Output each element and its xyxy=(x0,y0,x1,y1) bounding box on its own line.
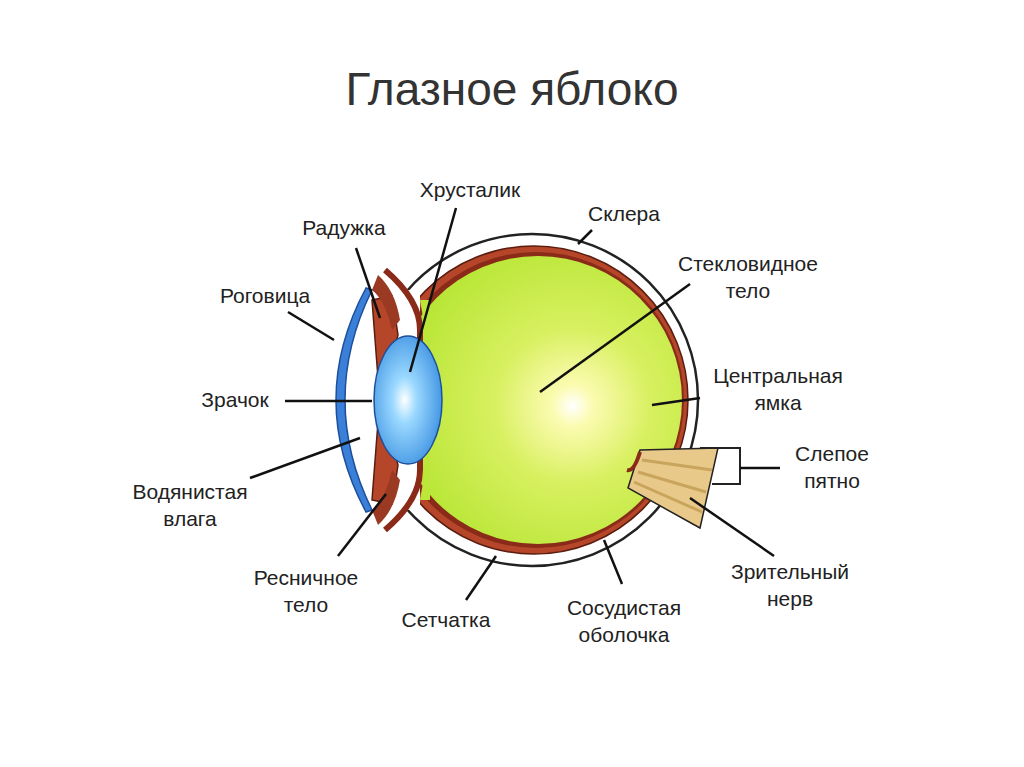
part-label: Радужка xyxy=(302,214,385,241)
blind-spot-bracket xyxy=(700,448,740,484)
ciliary-body-upper xyxy=(372,275,400,330)
part-label: Зрачок xyxy=(201,386,268,413)
part-label: Сосудистая оболочка xyxy=(534,594,714,649)
part-label: Роговица xyxy=(220,282,310,309)
part-label: Хрусталик xyxy=(420,176,520,203)
part-label: Центральная ямка xyxy=(693,362,863,417)
part-label: Стекловидное тело xyxy=(668,250,828,305)
part-label: Ресничное тело xyxy=(241,564,371,619)
part-label: Водянистая влага xyxy=(115,478,265,533)
part-label: Зрительный нерв xyxy=(725,558,855,613)
optic-nerve xyxy=(628,448,718,528)
optic-disc xyxy=(627,452,640,470)
part-label: Слепое пятно xyxy=(772,440,892,495)
part-label: Сетчатка xyxy=(402,606,491,633)
part-label: Склера xyxy=(588,200,660,227)
diagram-title: Глазное яблоко xyxy=(0,62,1024,116)
ciliary-body-lower xyxy=(372,470,400,525)
lens xyxy=(374,336,442,464)
sclera xyxy=(366,234,698,566)
